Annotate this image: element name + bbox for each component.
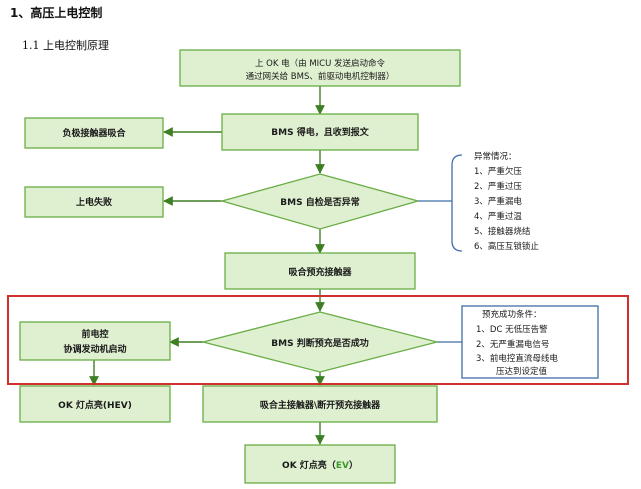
ok-ev-mode: EV bbox=[336, 461, 349, 471]
abnormal-item: 5、接触器烧结 bbox=[474, 226, 530, 237]
abnormal-annotation: 异常情况： 1、严重欠压 2、严重过压 3、严重漏电 4、严重过温 5、接触器烧… bbox=[418, 151, 539, 252]
bms-power-label: BMS 得电，且收到报文 bbox=[271, 126, 369, 138]
power-fail-label: 上电失败 bbox=[76, 196, 113, 208]
main-contactor-label: 吸合主接触器\断开预充接触器 bbox=[260, 399, 381, 411]
start-box: 上 OK 电（由 MICU 发送启动命令 通过网关给 BMS、前驱动电机控制器） bbox=[179, 49, 461, 87]
precharge-close-label: 吸合预充接触器 bbox=[288, 266, 352, 278]
ok-hev-label: OK 灯点亮(HEV) bbox=[58, 399, 132, 411]
abnormal-title: 异常情况： bbox=[474, 151, 517, 162]
abnormal-item: 3、严重漏电 bbox=[474, 196, 522, 207]
abnormal-item: 2、严重过压 bbox=[474, 181, 522, 192]
front-ctrl-line2: 协调发动机启动 bbox=[63, 343, 126, 355]
neg-contactor-label: 负极接触器吸合 bbox=[62, 127, 126, 139]
precharge-success-item: 1、DC 无低压告警 bbox=[476, 324, 548, 335]
ok-ev-box: OK 灯点亮（EV） bbox=[244, 444, 396, 484]
front-ctrl-line1: 前电控 bbox=[81, 328, 108, 340]
power-fail-box: 上电失败 bbox=[24, 186, 164, 218]
precharge-close-box: 吸合预充接触器 bbox=[224, 252, 416, 290]
abnormal-item: 4、严重过温 bbox=[474, 211, 522, 222]
section-heading: 1、高压上电控制 bbox=[10, 6, 103, 20]
abnormal-item: 6、高压互锁锁止 bbox=[474, 241, 539, 252]
selfcheck-diamond: BMS 自检是否异常 bbox=[219, 173, 421, 230]
neg-contactor-box: 负极接触器吸合 bbox=[24, 117, 164, 149]
precharge-success-title: 预充成功条件： bbox=[482, 309, 542, 320]
precharge-success-annotation: 预充成功条件： 1、DC 无低压告警 2、无严重漏电信号 3、前电控直流母线电 … bbox=[437, 305, 599, 379]
subsection-heading: 1.1 上电控制原理 bbox=[22, 39, 109, 52]
precharge-success-item: 2、无严重漏电信号 bbox=[476, 339, 549, 350]
start-line2: 通过网关给 BMS、前驱动电机控制器） bbox=[246, 71, 395, 82]
selfcheck-label: BMS 自检是否异常 bbox=[280, 196, 359, 208]
ok-hev-box: OK 灯点亮(HEV) bbox=[19, 385, 171, 423]
bms-power-box: BMS 得电，且收到报文 bbox=[221, 113, 419, 151]
start-line1: 上 OK 电（由 MICU 发送启动命令 bbox=[255, 58, 386, 69]
precharge-check-diamond: BMS 判断预充是否成功 bbox=[202, 311, 438, 373]
precharge-check-label: BMS 判断预充是否成功 bbox=[271, 337, 368, 349]
precharge-success-item: 压达到设定值 bbox=[496, 366, 548, 377]
ok-ev-label: OK 灯点亮（EV） bbox=[282, 459, 358, 471]
precharge-success-item: 3、前电控直流母线电 bbox=[476, 353, 558, 364]
front-ctrl-box: 前电控 协调发动机启动 bbox=[19, 321, 171, 361]
connectors bbox=[89, 86, 325, 445]
main-contactor-box: 吸合主接触器\断开预充接触器 bbox=[202, 385, 438, 423]
abnormal-item: 1、严重欠压 bbox=[474, 166, 522, 177]
highlight-frame bbox=[7, 295, 629, 385]
